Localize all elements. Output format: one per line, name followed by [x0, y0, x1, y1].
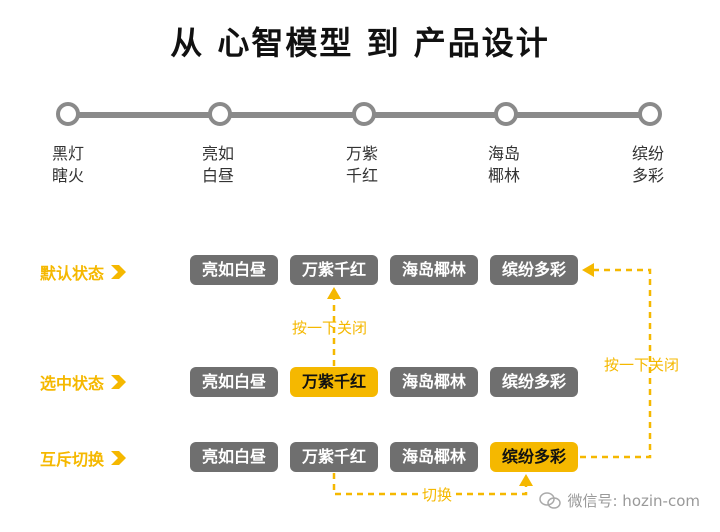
timeline-dot: [494, 102, 518, 126]
row-label-text: 互斥切换: [40, 450, 105, 469]
stage-label: 海岛 椰林: [487, 144, 520, 185]
stage-label: 缤纷 多彩: [631, 144, 664, 185]
chip-selected-3[interactable]: 海岛椰林: [390, 367, 478, 397]
note-switch: 切换: [418, 484, 457, 505]
chevron-right-icon: [111, 451, 127, 465]
watermark: 微信号: hozin-com: [539, 490, 700, 511]
chip-mutex-1[interactable]: 亮如白昼: [190, 442, 278, 472]
timeline-dot: [56, 102, 80, 126]
chip-mutex-4[interactable]: 缤纷多彩: [490, 442, 578, 472]
stage-label: 万紫 千红: [345, 144, 378, 185]
timeline-dot: [208, 102, 232, 126]
timeline-dot: [352, 102, 376, 126]
chip-default-4[interactable]: 缤纷多彩: [490, 255, 578, 285]
chevron-right-icon: [111, 265, 127, 279]
chip-mutex-2[interactable]: 万紫千红: [290, 442, 378, 472]
row-label-mutex: 互斥切换: [40, 446, 128, 470]
chip-default-2[interactable]: 万紫千红: [290, 255, 378, 285]
watermark-text: 微信号: hozin-com: [567, 492, 700, 510]
stage-label: 亮如 白昼: [201, 144, 234, 185]
chip-selected-1[interactable]: 亮如白昼: [190, 367, 278, 397]
row-label-text: 默认状态: [40, 264, 105, 283]
page-title: 从 心智模型 到 产品设计: [170, 24, 550, 62]
chevron-right-icon: [111, 375, 127, 389]
note-close-right: 按一下关闭: [604, 356, 680, 374]
row-label-selected: 选中状态: [40, 370, 128, 394]
chip-selected-2[interactable]: 万紫千红: [290, 367, 378, 397]
chip-default-3[interactable]: 海岛椰林: [390, 255, 478, 285]
timeline-dot: [638, 102, 662, 126]
stage-label: 黑灯 瞎火: [51, 144, 84, 185]
note-close-left: 按一下关闭: [292, 319, 368, 337]
wechat-icon: [539, 491, 562, 509]
chip-mutex-3[interactable]: 海岛椰林: [390, 442, 478, 472]
row-label-default: 默认状态: [40, 260, 128, 284]
chip-default-1[interactable]: 亮如白昼: [190, 255, 278, 285]
chip-selected-4[interactable]: 缤纷多彩: [490, 367, 578, 397]
row-label-text: 选中状态: [40, 374, 105, 393]
